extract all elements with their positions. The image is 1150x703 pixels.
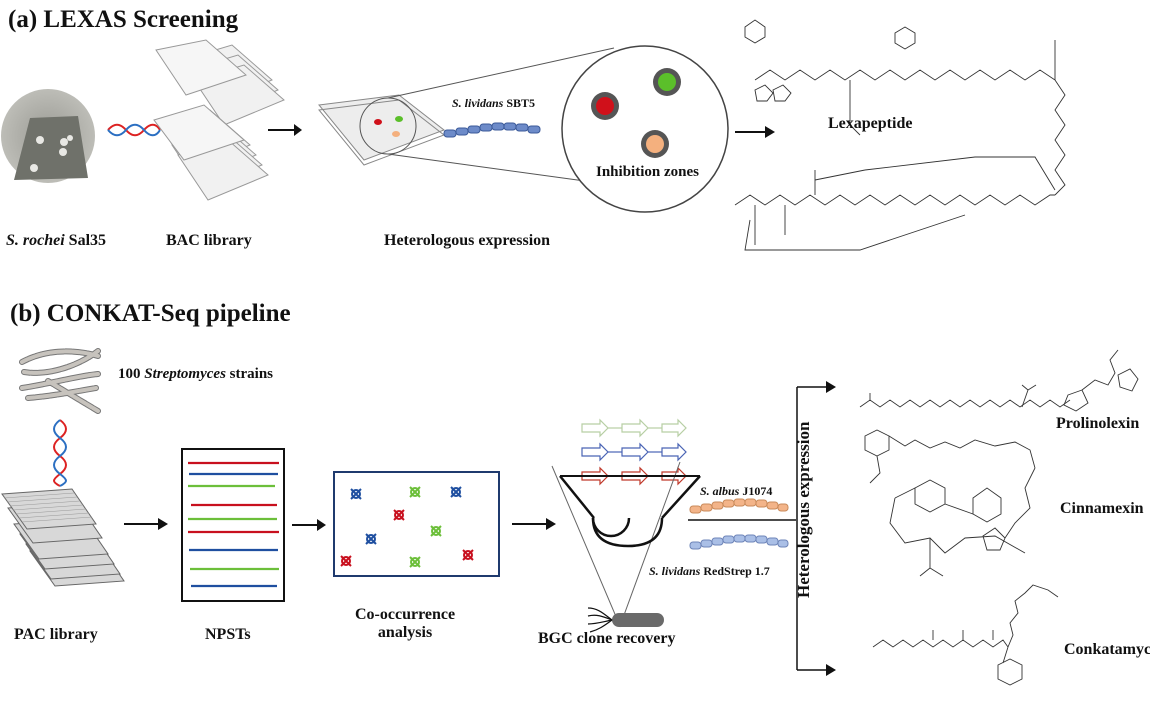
arrow-icon bbox=[124, 518, 168, 530]
expression-split-line bbox=[688, 519, 796, 521]
cinnamexin-label: Cinnamexin bbox=[1060, 500, 1144, 517]
panel-a-title: (a) LEXAS Screening bbox=[8, 6, 239, 33]
bgc-recovery-label: BGC clone recovery bbox=[538, 630, 676, 647]
panel-b-title: (b) CONKAT-Seq pipeline bbox=[10, 300, 291, 327]
npsts-label: NPSTs bbox=[205, 626, 251, 643]
conkatamycin-structure bbox=[872, 584, 1059, 686]
zoom-circle bbox=[561, 45, 729, 213]
streptomyces-filament-blue bbox=[689, 534, 789, 550]
streptomyces-filament-blue bbox=[443, 122, 541, 138]
lexapeptide-structure bbox=[734, 19, 1066, 251]
host-strain-a: S. lividans SBT5 bbox=[452, 96, 536, 110]
npsts-box bbox=[181, 448, 285, 602]
arrow-icon bbox=[268, 124, 302, 136]
red-zone bbox=[596, 97, 614, 115]
screening-plate bbox=[318, 47, 615, 186]
conkatamycin-label: Conkatamycin bbox=[1064, 641, 1150, 658]
expression-bracket bbox=[796, 381, 836, 676]
pac-library-plates bbox=[1, 488, 125, 587]
streptomyces-filaments bbox=[19, 348, 101, 414]
orange-zone bbox=[646, 135, 664, 153]
bac-library-plates bbox=[153, 39, 285, 201]
arrow-icon bbox=[292, 519, 326, 531]
prolinolexin-label: Prolinolexin bbox=[1056, 415, 1140, 432]
green-zone bbox=[658, 73, 676, 91]
source-strain-label: S. rochei Sal35 bbox=[6, 232, 107, 249]
streptomyces-filament-orange bbox=[689, 498, 789, 514]
strains-label: 100 Streptomyces strains bbox=[118, 366, 273, 382]
bac-library-label: BAC library bbox=[166, 232, 252, 249]
arrow-icon bbox=[735, 126, 775, 138]
cooccurrence-box bbox=[333, 471, 500, 577]
lexapeptide-label: Lexapeptide bbox=[828, 115, 913, 132]
host-strain-albus: S. albus J1074 bbox=[700, 484, 773, 498]
cinnamexin-structure bbox=[864, 429, 1036, 577]
petri-dish-image bbox=[1, 89, 95, 183]
pac-library-label: PAC library bbox=[14, 626, 98, 643]
dna-icon bbox=[107, 123, 161, 137]
host-strain-lividans: S. lividans RedStrep 1.7 bbox=[649, 564, 770, 578]
dna-icon bbox=[53, 419, 67, 487]
arrow-icon bbox=[512, 518, 556, 530]
inhibition-zones-label: Inhibition zones bbox=[596, 164, 699, 180]
prolinolexin-structure bbox=[859, 349, 1139, 412]
bgc-recovery-diagram bbox=[551, 418, 701, 633]
heterologous-expression-label-a: Heterologous expression bbox=[384, 232, 551, 249]
